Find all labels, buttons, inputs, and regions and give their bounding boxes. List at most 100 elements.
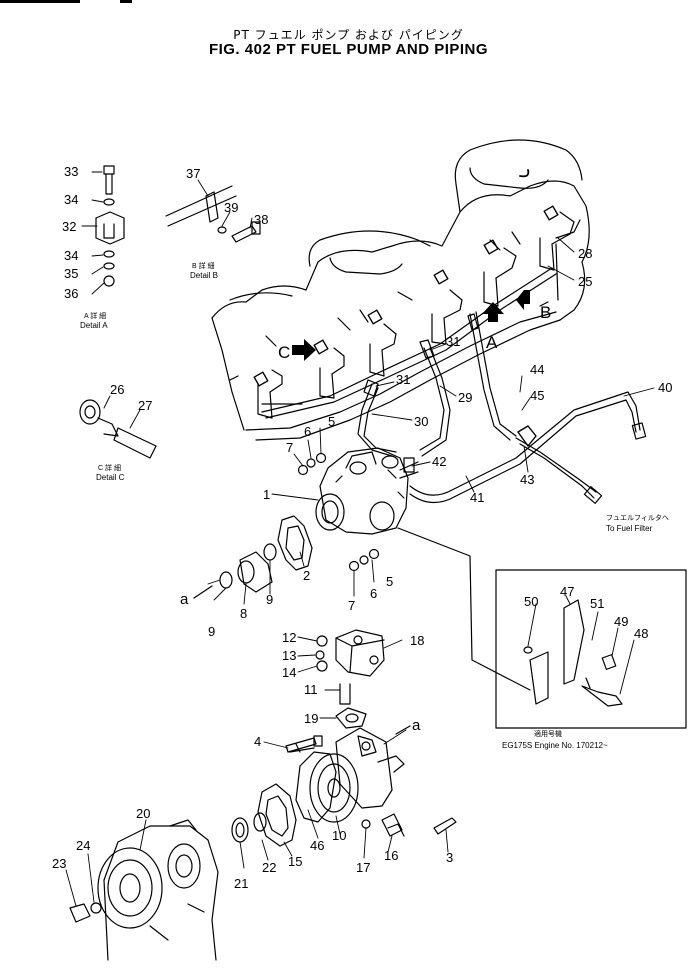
callout-5-lower: 5 bbox=[386, 574, 393, 589]
callout-8: 8 bbox=[240, 606, 247, 621]
inset-serial: EG175S Engine No. 170212~ bbox=[502, 741, 608, 750]
callout-6-upper: 6 bbox=[304, 424, 311, 439]
callout-12: 12 bbox=[282, 630, 296, 645]
callout-5-upper: 5 bbox=[328, 414, 335, 429]
pt-fuel-pump bbox=[315, 447, 419, 535]
to-fuel-filter-en: To Fuel Filter bbox=[606, 524, 653, 533]
injector-fuel-lines bbox=[257, 211, 581, 419]
callout-13: 13 bbox=[282, 648, 296, 663]
to-fuel-filter-jp: フュエルフィルタへ bbox=[606, 513, 669, 522]
callout-20: 20 bbox=[136, 806, 150, 821]
to-fuel-filter-label: フュエルフィルタへ To Fuel Filter bbox=[606, 513, 669, 533]
callout-14: 14 bbox=[282, 665, 296, 680]
callout-24: 24 bbox=[76, 838, 90, 853]
callout-9-left: 9 bbox=[208, 624, 215, 639]
callout-10: 10 bbox=[332, 828, 346, 843]
callout-42: 42 bbox=[432, 454, 446, 469]
engine-cylinder-head bbox=[211, 139, 590, 441]
callout-34-lower: 34 bbox=[64, 248, 78, 263]
callout-50: 50 bbox=[524, 594, 538, 609]
callout-37: 37 bbox=[186, 166, 200, 181]
callout-17: 17 bbox=[356, 860, 370, 875]
callout-3: 3 bbox=[446, 850, 453, 865]
gasket-2 bbox=[277, 515, 313, 571]
callout-38: 38 bbox=[254, 212, 268, 227]
bolt-4 bbox=[285, 735, 323, 753]
callout-21: 21 bbox=[234, 876, 248, 891]
callout-31-lower: 31 bbox=[396, 372, 410, 387]
injector-fittings bbox=[253, 205, 559, 387]
callout-29: 29 bbox=[458, 390, 472, 405]
callout-7-upper: 7 bbox=[286, 440, 293, 455]
callout-34-upper: 34 bbox=[64, 192, 78, 207]
callout-51: 51 bbox=[590, 596, 604, 611]
leader-lines bbox=[65, 171, 655, 907]
bolts-16-17-3 bbox=[361, 813, 457, 837]
fuel-pipes bbox=[357, 311, 647, 504]
callout-35: 35 bbox=[64, 266, 78, 281]
detail-a-caption: Detail A bbox=[80, 321, 108, 330]
callout-28: 28 bbox=[578, 246, 592, 261]
callout-43: 43 bbox=[520, 472, 534, 487]
detail-c-caption: Detail C bbox=[96, 473, 125, 482]
detail-c-parts bbox=[79, 399, 157, 459]
callout-15: 15 bbox=[288, 854, 302, 869]
callout-11: 11 bbox=[304, 682, 318, 697]
detail-c-caption-jp: C 詳 細 bbox=[98, 463, 121, 472]
pump-drive-assembly bbox=[289, 727, 405, 823]
inset-connector-line bbox=[397, 527, 531, 691]
callout-47: 47 bbox=[560, 584, 574, 599]
gasket-15-and-rings bbox=[231, 783, 297, 847]
callout-40: 40 bbox=[658, 380, 672, 395]
callout-23: 23 bbox=[52, 856, 66, 871]
callout-39: 39 bbox=[224, 200, 238, 215]
callout-45: 45 bbox=[530, 388, 544, 403]
callout-44: 44 bbox=[530, 362, 544, 377]
pump-washers bbox=[297, 452, 380, 572]
detail-captions: A 詳 細 Detail A B 詳 細 Detail B C 詳 細 Deta… bbox=[80, 261, 218, 482]
view-letter-a-small-right: a bbox=[412, 717, 421, 734]
view-arrow-c bbox=[292, 339, 316, 361]
callout-22: 22 bbox=[262, 860, 276, 875]
callout-41: 41 bbox=[470, 490, 484, 505]
view-arrow-b bbox=[516, 290, 530, 310]
callout-2: 2 bbox=[303, 568, 310, 583]
view-letters: C A B a a bbox=[180, 303, 551, 734]
view-letter-b: B bbox=[540, 303, 551, 322]
callout-1: 1 bbox=[263, 487, 270, 502]
callout-25: 25 bbox=[578, 274, 592, 289]
callout-26: 26 bbox=[110, 382, 124, 397]
detail-a-caption-jp: A 詳 細 bbox=[84, 311, 106, 320]
callout-27: 27 bbox=[138, 398, 152, 413]
callout-30: 30 bbox=[414, 414, 428, 429]
detail-b-parts bbox=[165, 185, 261, 243]
top-rule-right bbox=[120, 0, 132, 3]
callout-48: 48 bbox=[634, 626, 648, 641]
detail-b-caption: Detail B bbox=[190, 271, 218, 280]
figure-title-japanese: PT フュエル ポンプ および パイピング bbox=[233, 28, 464, 42]
timing-case bbox=[69, 819, 219, 961]
inset-caption-jp: 適用号機 bbox=[534, 729, 562, 738]
callout-32: 32 bbox=[62, 219, 76, 234]
detail-b-caption-jp: B 詳 細 bbox=[192, 261, 215, 270]
sleeve-and-rings bbox=[219, 543, 277, 593]
view-arrows bbox=[292, 290, 530, 361]
callout-31-upper: 31 bbox=[446, 334, 460, 349]
view-letter-c: C bbox=[278, 343, 290, 362]
callout-46: 46 bbox=[310, 838, 324, 853]
inset-box bbox=[495, 569, 687, 729]
view-arrow-a bbox=[482, 302, 504, 322]
component-18 bbox=[315, 629, 385, 729]
arrow-a-right bbox=[395, 725, 411, 735]
view-letter-a-small-left: a bbox=[180, 591, 189, 608]
figure-title: FIG. 402 PT FUEL PUMP AND PIPING bbox=[208, 41, 489, 58]
arrow-a-left bbox=[193, 585, 213, 599]
view-letter-a: A bbox=[486, 333, 498, 352]
callout-16: 16 bbox=[384, 848, 398, 863]
callout-49: 49 bbox=[614, 614, 628, 629]
callout-6-lower: 6 bbox=[370, 586, 377, 601]
callout-18: 18 bbox=[410, 633, 424, 648]
callout-9-right: 9 bbox=[266, 592, 273, 607]
callout-36: 36 bbox=[64, 286, 78, 301]
